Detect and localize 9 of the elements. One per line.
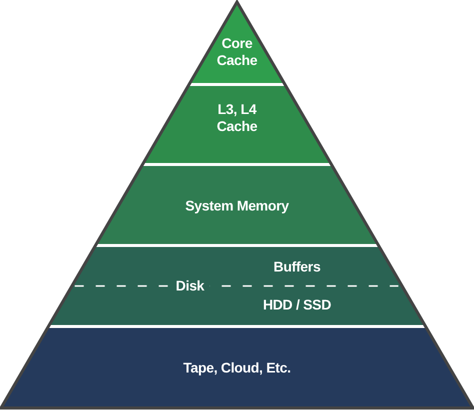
tier-label: L3, L4 Cache — [216, 101, 258, 135]
tier-label: Buffers — [274, 258, 320, 276]
pyramid-tier — [48, 247, 426, 325]
tier-label: System Memory — [185, 198, 289, 214]
tier-label: Core Cache — [216, 35, 258, 69]
tier-label: Tape, Cloud, Etc. — [183, 360, 291, 376]
pyramid-tier — [96, 166, 378, 244]
tier-label: HDD / SSD — [262, 296, 332, 314]
pyramid-tier — [143, 86, 331, 163]
